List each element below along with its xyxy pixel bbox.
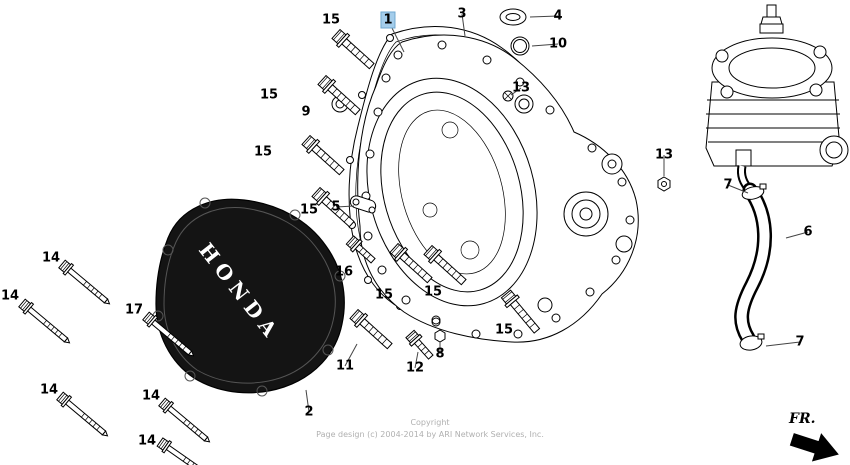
callout-2[interactable]: 2 xyxy=(304,404,314,420)
callout-1[interactable]: 1 xyxy=(380,11,396,29)
callout-14[interactable]: 14 xyxy=(41,250,61,266)
callout-5[interactable]: 5 xyxy=(331,199,341,215)
joint-part-5 xyxy=(349,195,377,214)
spark-plug-icon xyxy=(766,4,777,18)
callout-9[interactable]: 9 xyxy=(301,104,311,120)
oil-filler-cap-part xyxy=(499,8,527,26)
long-screw-icon xyxy=(55,390,113,442)
callout-15[interactable]: 15 xyxy=(259,87,279,103)
copyright-notice: Copyright Page design (c) 2004-2014 by A… xyxy=(300,417,560,441)
cylinder-assembly xyxy=(705,4,849,194)
callout-7[interactable]: 7 xyxy=(723,177,733,193)
water-hose-part xyxy=(734,182,773,346)
callout-15[interactable]: 15 xyxy=(374,287,394,303)
leader-line xyxy=(785,231,809,239)
callout-6[interactable]: 6 xyxy=(803,224,813,240)
callout-14[interactable]: 14 xyxy=(137,433,157,449)
leader-line xyxy=(344,343,358,367)
callout-15[interactable]: 15 xyxy=(299,202,319,218)
callout-15[interactable]: 15 xyxy=(321,12,341,28)
hose-clamp-lower xyxy=(739,333,765,351)
leader-line xyxy=(727,184,749,194)
flange-bolt-icon xyxy=(348,307,396,353)
callout-12[interactable]: 12 xyxy=(405,360,425,376)
flange-bolt-icon xyxy=(300,133,348,179)
nut-part-8 xyxy=(431,315,446,343)
callout-15[interactable]: 15 xyxy=(494,322,514,338)
leader-line xyxy=(529,15,559,18)
callout-7[interactable]: 7 xyxy=(795,334,805,350)
fr-label: FR. xyxy=(789,411,816,427)
callout-15[interactable]: 15 xyxy=(253,144,273,160)
leader-line xyxy=(461,13,466,37)
leader-line xyxy=(305,389,310,413)
callout-11[interactable]: 11 xyxy=(335,358,355,374)
flange-bolt-icon xyxy=(330,27,378,73)
copyright-line-1: Copyright xyxy=(410,418,450,427)
callout-14[interactable]: 14 xyxy=(39,382,59,398)
screw-part-13-top xyxy=(502,90,514,102)
leader-line xyxy=(531,43,559,47)
hose-clamp-upper xyxy=(741,183,767,200)
callout-14[interactable]: 14 xyxy=(141,388,161,404)
callout-10[interactable]: 10 xyxy=(548,36,568,52)
nut-part-13-right xyxy=(657,176,671,192)
callout-17[interactable]: 17 xyxy=(124,302,144,318)
long-screw-icon xyxy=(17,297,75,349)
callout-15[interactable]: 15 xyxy=(423,284,443,300)
fr-direction-arrow xyxy=(789,433,839,462)
callout-13[interactable]: 13 xyxy=(511,80,531,96)
leader-line xyxy=(414,351,419,369)
callout-8[interactable]: 8 xyxy=(435,346,445,362)
callout-14[interactable]: 14 xyxy=(0,288,20,304)
clutch-cover-part: HONDA xyxy=(152,197,346,397)
leader-line xyxy=(335,205,355,208)
flange-bolt-icon xyxy=(404,328,437,363)
long-screw-icon xyxy=(57,258,115,310)
leader-line xyxy=(765,341,801,347)
long-screw-icon xyxy=(157,396,215,448)
crankcase-cover-part xyxy=(357,34,639,343)
callout-13[interactable]: 13 xyxy=(654,147,674,163)
cover-bolt-holes xyxy=(361,40,635,339)
copyright-line-2: Page design (c) 2004-2014 by ARI Network… xyxy=(316,430,544,439)
callout-16[interactable]: 16 xyxy=(334,264,354,280)
leader-line xyxy=(510,87,522,96)
callout-4[interactable]: 4 xyxy=(553,8,563,24)
o-ring-part xyxy=(510,36,530,56)
callout-3[interactable]: 3 xyxy=(457,6,467,22)
